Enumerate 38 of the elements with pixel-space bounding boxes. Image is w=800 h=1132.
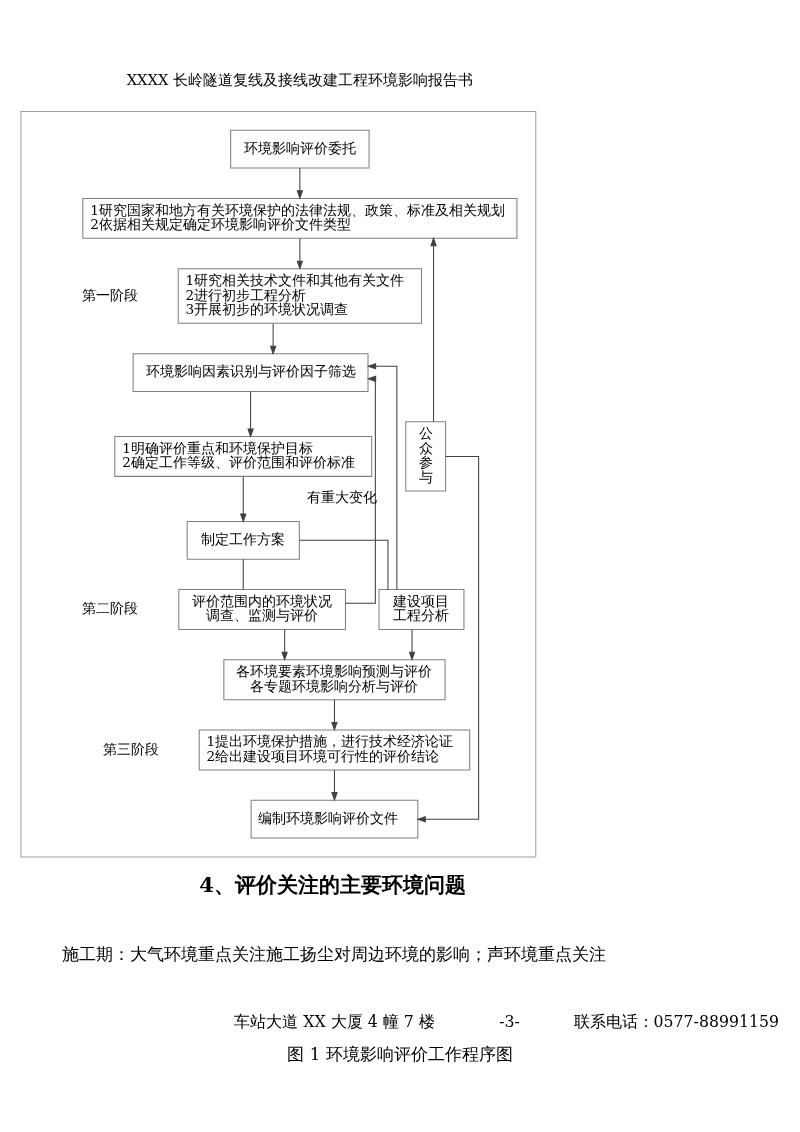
- connector: [299, 539, 389, 591]
- arrow: [281, 628, 288, 662]
- arrow: [269, 323, 277, 356]
- node-box: 建设项目工程分析: [378, 589, 465, 630]
- caption: 图 1 环境影响评价工作程序图: [287, 1044, 513, 1065]
- arrow: [416, 455, 480, 823]
- label: 第三阶段: [103, 740, 160, 757]
- node-box: 1研究相关技术文件和其他有关文件 2进行初步工程分析 3开展初步的环境状况调查: [177, 268, 422, 324]
- label: 联系电话：0577-88991159: [573, 1012, 779, 1032]
- arrow: [366, 362, 398, 590]
- label: 车站大道 XX 大厦 4 幢 7 楼: [234, 1012, 435, 1032]
- label: 第二阶段: [82, 600, 139, 617]
- label: XXXX 长岭隧道复线及接线改建工程环境影响报告书: [126, 70, 474, 88]
- node-box: 评价范围内的环境状况调查、监测与评价: [178, 589, 346, 630]
- node-box: 公众参与: [405, 421, 447, 492]
- label: 施工期：大气环境重点关注施工扬尘对周边环境的影响；声环境重点关注: [62, 943, 607, 964]
- node-box: 环境影响因素识别与评价因子筛选: [132, 353, 369, 392]
- label: 4、评价关注的主要环境问题: [199, 871, 466, 897]
- node-box: 1明确评价重点和环境保护目标 2确定工作等级、评价范围和评价标准: [114, 436, 373, 477]
- cluster: [20, 110, 537, 858]
- node-box: 1研究国家和地方有关环境保护的法律法规、政策、标准及相关规划 2依据相关规定确定环境影响评价文件类型: [82, 197, 518, 239]
- arrow: [331, 769, 338, 802]
- connector: [242, 558, 244, 590]
- arrow: [239, 476, 247, 523]
- arrow: [331, 699, 338, 732]
- arrow: [247, 391, 254, 438]
- arrow: [296, 237, 304, 271]
- arrow: [430, 236, 437, 423]
- node-box: 各环境要素环境影响预测与评价 各专题环境影响分析与评价: [223, 659, 446, 701]
- node-box: 制定工作方案: [186, 520, 300, 560]
- node-box: 1提出环境保护措施，进行技术经济论证 2给出建设项目环境可行性的评价结论: [198, 729, 471, 771]
- label: 第一阶段: [82, 286, 139, 303]
- label: -3-: [499, 1012, 520, 1032]
- arrow: [296, 167, 304, 200]
- node-box: 环境影响评价委托: [230, 129, 370, 169]
- arrow: [345, 375, 377, 604]
- node-box: 编制环境影响评价文件: [250, 799, 419, 839]
- arrow: [408, 628, 416, 662]
